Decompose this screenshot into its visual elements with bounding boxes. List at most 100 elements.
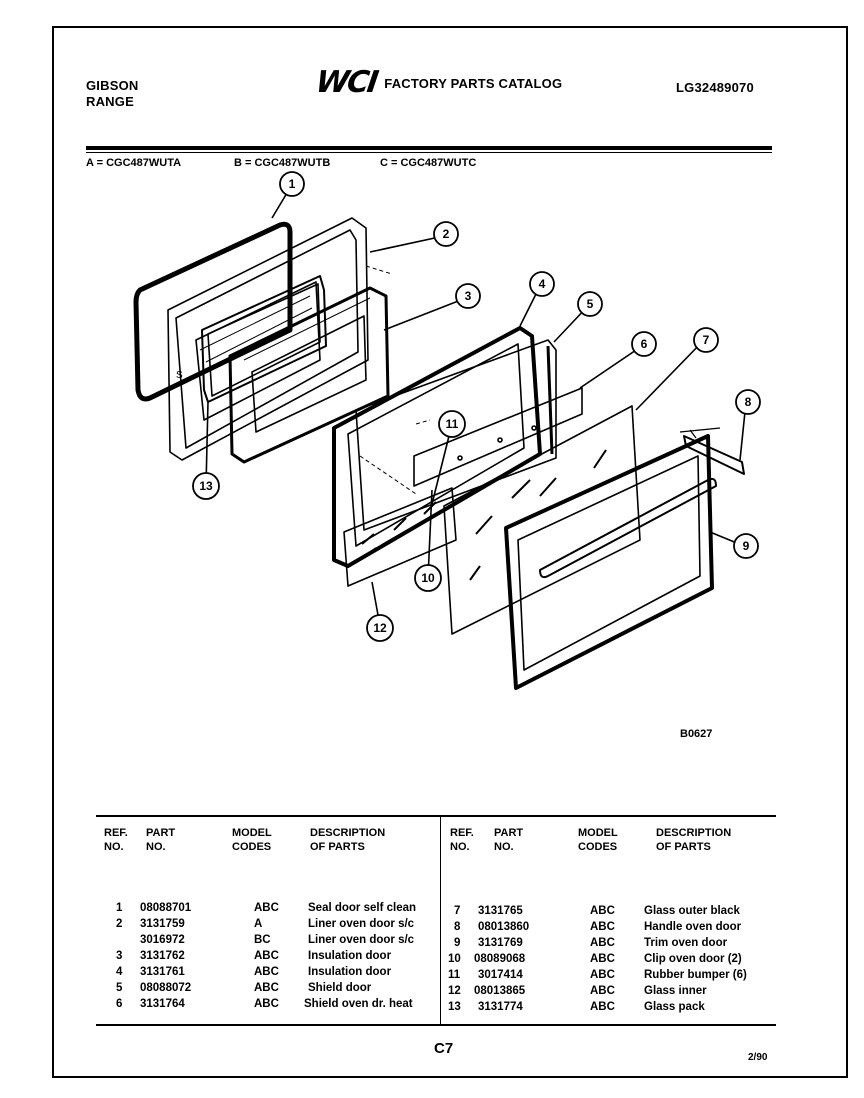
callout-circle-1 — [279, 171, 305, 197]
part-no: 08088701 — [140, 902, 192, 914]
part-heat-shield — [413, 387, 583, 487]
callout-number-6: 6 — [641, 337, 648, 351]
callout-number-10: 10 — [421, 571, 435, 585]
table-row: 4 3131761 ABC Insulation door — [0, 964, 440, 980]
callout-number-8: 8 — [745, 395, 752, 409]
ref-no: 8 — [454, 921, 461, 933]
model-c: C = CGC487WUTC — [380, 157, 477, 169]
callout-number-2: 2 — [443, 227, 450, 241]
callout-number-1: 1 — [289, 177, 296, 191]
callout-number-3: 3 — [465, 289, 472, 303]
part-description: Handle oven door — [644, 921, 742, 933]
model-codes: ABC — [590, 985, 615, 997]
model-codes: ABC — [590, 937, 615, 949]
model-b: B = CGC487WUTB — [234, 157, 331, 169]
ref-no: 5 — [116, 982, 123, 994]
part-shield-frame — [355, 339, 557, 531]
part-description: Shield door — [308, 982, 372, 994]
table-row: 12 08013865 ABC Glass inner — [0, 983, 864, 999]
catalog-title: FACTORY PARTS CATALOG — [384, 75, 563, 91]
callout-number-11: 11 — [446, 417, 459, 431]
part-glass-outer — [443, 405, 641, 635]
revision-date: 2/90 — [748, 1052, 768, 1063]
part-liner: S — [167, 217, 369, 461]
part-no: 3017414 — [478, 969, 523, 981]
callout-labels: 1 2 3 4 5 6 7 8 9 10 11 12 13 — [192, 171, 761, 642]
part-no: 3131774 — [478, 1001, 523, 1013]
part-no: 3131765 — [478, 905, 523, 917]
header-ref-left: REF.NO. — [104, 827, 128, 853]
ref-no: 1 — [116, 902, 123, 914]
part-no: 3131761 — [140, 966, 185, 978]
callout-number-4: 4 — [539, 277, 546, 291]
table-column-divider — [440, 815, 441, 1025]
part-no: 08089068 — [474, 953, 526, 965]
ref-no: 6 — [116, 998, 123, 1010]
part-description: Rubber bumper (6) — [644, 969, 747, 981]
part-description: Insulation door — [308, 966, 392, 978]
part-description: Glass inner — [644, 985, 707, 997]
table-row: 10 08089068 ABC Clip oven door (2) — [0, 951, 864, 967]
drawing-code: B0627 — [680, 728, 713, 740]
part-description: Liner oven door s/c — [308, 918, 415, 930]
callout-circle-13 — [192, 472, 220, 500]
brand-block: GIBSON RANGE — [86, 78, 138, 110]
part-description: Trim oven door — [644, 937, 728, 949]
table-bottom-rule — [96, 1024, 776, 1026]
table-row: 7 3131765 ABC Glass outer black — [0, 903, 864, 919]
part-description: Seal door self clean — [308, 902, 417, 914]
table-top-rule — [96, 815, 776, 817]
part-seal-door — [133, 221, 293, 402]
table-row: 3016972 BC Liner oven door s/c — [0, 932, 440, 948]
table-row: 13 3131774 ABC Glass pack — [0, 999, 864, 1015]
part-no: 08013860 — [478, 921, 530, 933]
model-codes: ABC — [590, 953, 615, 965]
callout-number-12: 12 — [373, 621, 387, 635]
catalog-header: WCI FACTORY PARTS CATALOG — [314, 65, 563, 100]
ref-no: 12 — [448, 985, 461, 997]
callout-circle-6 — [631, 331, 657, 357]
part-no: 08013865 — [474, 985, 526, 997]
part-no: 08088072 — [140, 982, 192, 994]
ref-no: 13 — [448, 1001, 461, 1013]
part-handle — [539, 427, 745, 579]
model-codes: ABC — [254, 966, 279, 978]
table-row: 9 3131769 ABC Trim oven door — [0, 935, 864, 951]
part-glass-inner — [343, 487, 457, 587]
svg-text:S: S — [176, 370, 183, 381]
callout-circle-3 — [455, 283, 481, 309]
part-description: Clip oven door (2) — [644, 953, 742, 965]
callout-number-5: 5 — [587, 297, 594, 311]
model-codes: ABC — [590, 921, 615, 933]
table-row: 1 08088701 ABC Seal door self clean — [0, 900, 440, 916]
callout-circle-2 — [433, 221, 459, 247]
part-description: Liner oven door s/c — [308, 934, 415, 946]
ref-no: 4 — [116, 966, 123, 978]
header-ref-right: REF.NO. — [450, 827, 474, 853]
part-no: 3131759 — [140, 918, 185, 930]
ref-no: 2 — [116, 918, 123, 930]
model-codes: ABC — [254, 982, 279, 994]
model-codes: ABC — [254, 950, 279, 962]
table-row: 6 3131764 ABC Shield oven dr. heat — [0, 996, 440, 1012]
ref-no: 7 — [454, 905, 461, 917]
callout-circle-11 — [438, 410, 466, 438]
model-codes: ABC — [590, 969, 615, 981]
part-description: Glass pack — [644, 1001, 705, 1013]
part-no: 3016972 — [140, 934, 185, 946]
callout-number-13: 13 — [199, 479, 213, 493]
part-description: Insulation door — [308, 950, 392, 962]
part-glass-pack — [201, 275, 327, 403]
ref-no: 10 — [448, 953, 461, 965]
model-codes: ABC — [590, 1001, 615, 1013]
table-row: 8 08013860 ABC Handle oven door — [0, 919, 864, 935]
part-description: Glass outer black — [644, 905, 740, 917]
catalog-number: LG32489070 — [676, 80, 754, 95]
model-codes: ABC — [254, 998, 279, 1010]
table-row: 11 3017414 ABC Rubber bumper (6) — [0, 967, 864, 983]
